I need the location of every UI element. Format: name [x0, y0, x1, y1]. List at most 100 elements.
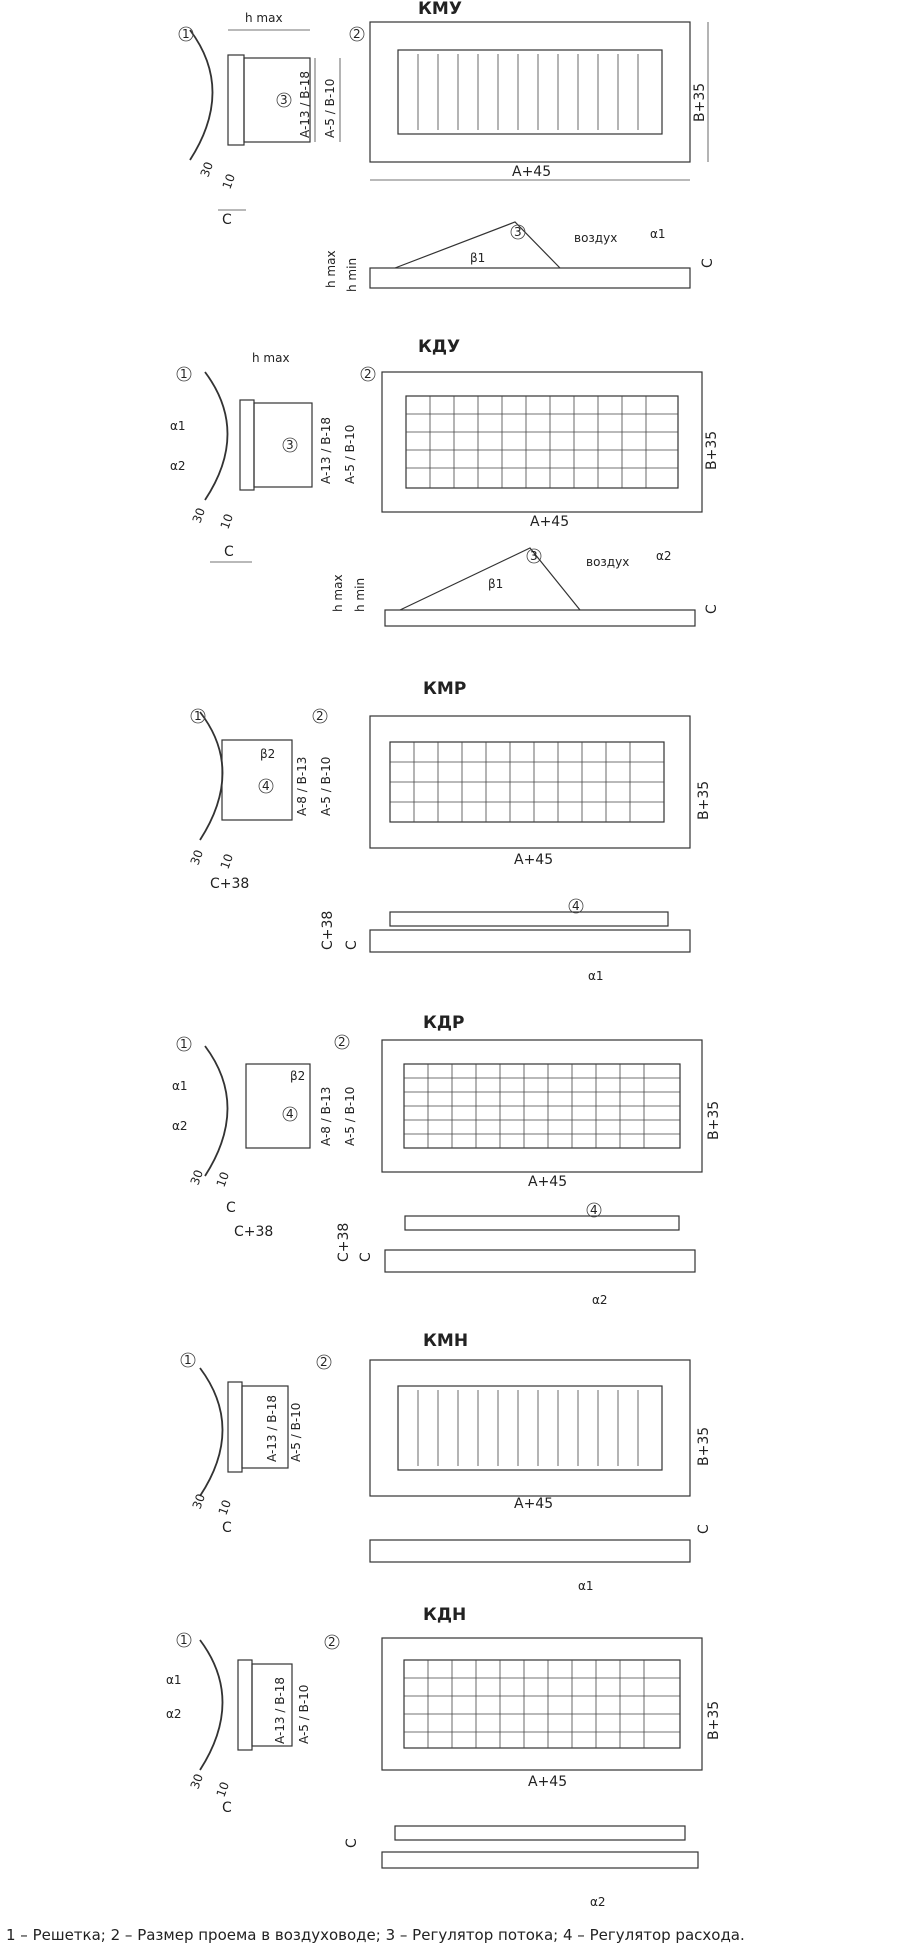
dim-b35: B+35: [704, 431, 720, 470]
section-title: КДН: [423, 1605, 466, 1625]
vertical-blades: [417, 54, 639, 130]
angle-beta1: β1: [470, 251, 485, 265]
air-label: воздух: [574, 231, 617, 245]
grille-front: [381, 1637, 703, 1771]
dim-hmax: h max: [245, 11, 283, 25]
marker-circle: [324, 1634, 340, 1650]
dim-a8b13: A-8 / B-13: [319, 1087, 333, 1146]
dim-a5b10: A-5 / B-10: [319, 757, 333, 816]
grille-front: [369, 21, 691, 163]
grid-blades: [404, 1660, 680, 1748]
marker-3: 3: [514, 225, 522, 239]
dim-c38: C+38: [234, 1224, 273, 1240]
marker-circle: [568, 898, 584, 914]
marker-circle: [180, 1352, 196, 1368]
opening-side: [251, 1663, 293, 1747]
dim-10: 10: [216, 1498, 234, 1517]
angle-alpha2: α2: [592, 1293, 608, 1307]
dim-a5b10: A-5 / B-10: [297, 1685, 311, 1744]
dim-30: 30: [188, 1168, 206, 1187]
marker-circle: [176, 366, 192, 382]
dim-a5b10: A-5 / B-10: [289, 1403, 303, 1462]
duct-arc: [199, 1639, 224, 1771]
dim-hmax: h max: [252, 351, 290, 365]
grille-top-bottom-view: [394, 1825, 686, 1841]
grille-bottom: [384, 1249, 696, 1273]
marker-2: 2: [316, 709, 324, 723]
marker-1: 1: [180, 367, 188, 381]
dim-a5b10: A-5 / B-10: [323, 79, 337, 138]
dim-10: 10: [220, 172, 238, 191]
dim-c: C: [700, 258, 716, 268]
dim-a8b13: A-8 / B-13: [295, 757, 309, 816]
duct-arc: [204, 371, 229, 501]
dim-b35: B+35: [696, 1427, 712, 1466]
grille-frame-side: [227, 1381, 243, 1473]
angle-alpha2: α2: [590, 1895, 606, 1909]
dim-c: C: [696, 1524, 712, 1534]
opening-side: [253, 402, 313, 488]
opening-side: [243, 57, 311, 143]
grille-frame-side: [239, 399, 255, 491]
marker-1: 1: [180, 1633, 188, 1647]
opening-side: [245, 1063, 311, 1149]
angle-alpha1: α1: [650, 227, 666, 241]
grid-blades: [406, 396, 678, 488]
angle-alpha1: α1: [170, 419, 186, 433]
marker-circle: [282, 437, 298, 453]
dim-a5b10: A-5 / B-10: [343, 1087, 357, 1146]
section-kdn: КДН 1 2 α1 α2 A-13 / B-18 A-5 / B-10 30 …: [166, 1605, 722, 1909]
dim-b35: B+35: [706, 1701, 722, 1740]
marker-4: 4: [590, 1203, 598, 1217]
dim-a5b10: A-5 / B-10: [343, 425, 357, 484]
duct-arc: [189, 29, 214, 161]
duct-arc: [204, 1045, 229, 1177]
dim-10: 10: [218, 512, 236, 531]
dim-c: C: [224, 544, 234, 560]
grille-front: [369, 1359, 691, 1497]
dim-a45: A+45: [530, 514, 569, 530]
duct-arc: [199, 711, 224, 841]
dim-c38: C+38: [210, 876, 249, 892]
marker-2: 2: [364, 367, 372, 381]
grille-inner: [405, 395, 679, 489]
grid-blades: [404, 1064, 680, 1148]
angle-alpha1: α1: [578, 1579, 594, 1593]
dim-a45: A+45: [514, 852, 553, 868]
angle-alpha2: α2: [172, 1119, 188, 1133]
flow-rate-regulator: [404, 1215, 680, 1231]
dim-c: C: [226, 1200, 236, 1216]
dim-a45: A+45: [528, 1774, 567, 1790]
dim-c: C: [222, 1800, 232, 1816]
dim-b35: B+35: [696, 781, 712, 820]
angle-alpha2: α2: [656, 549, 672, 563]
angle-beta2: β2: [290, 1069, 305, 1083]
grille-bottom: [369, 267, 691, 289]
dim-a45: A+45: [528, 1174, 567, 1190]
marker-circle: [334, 1034, 350, 1050]
dim-c38: C+38: [336, 1223, 352, 1262]
grille-frame-side: [227, 54, 245, 146]
grille-inner: [403, 1659, 681, 1749]
flow-regulator: [399, 547, 581, 611]
dim-30: 30: [190, 1492, 208, 1511]
marker-3: 3: [280, 93, 288, 107]
air-label: воздух: [586, 555, 629, 569]
section-title: КМР: [423, 679, 466, 699]
marker-circle: [282, 1106, 298, 1122]
section-kmu: КМУ h max A-13 / B-18 A-5 / B-10 1 2 3 3…: [178, 0, 716, 292]
section-title: КДУ: [418, 337, 460, 357]
angle-alpha1: α1: [166, 1673, 182, 1687]
section-kmr: КМР 1 2 4 β2 A-8 / B-13 A-5 / B-10 30 10…: [188, 679, 712, 983]
marker-4: 4: [262, 779, 270, 793]
marker-circle: [178, 26, 194, 42]
legend-caption: 1 – Решетка; 2 – Размер проема в воздухо…: [6, 1926, 745, 1944]
section-title: КМН: [423, 1331, 468, 1351]
angle-alpha2: α2: [166, 1707, 182, 1721]
dim-c: C: [344, 940, 360, 950]
angle-alpha2: α2: [170, 459, 186, 473]
marker-circle: [360, 366, 376, 382]
angle-beta1: β1: [488, 577, 503, 591]
section-kdr: КДР 1 2 4 β2 α1 α2 A-8 / B-13 A-5 / B-10…: [172, 1013, 722, 1307]
